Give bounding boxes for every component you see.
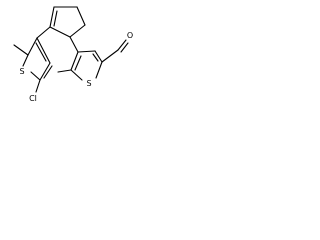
bond-methyl-left (13, 44, 29, 56)
bond-c5-c1 (49, 6, 55, 28)
bond-c3-c4 (69, 24, 86, 38)
atom-label-sulfur-left: S (19, 67, 24, 76)
bond-c2-c3 (76, 6, 86, 26)
bond-l-c5-c4 (39, 62, 51, 81)
cyclopentene-ring (49, 6, 86, 38)
bond-methyl-right (57, 69, 72, 73)
bond-r-c2-s (70, 69, 83, 81)
atom-label-oxygen: O (127, 31, 133, 40)
bond-c4-c5 (49, 26, 71, 38)
bond-r-c4-c3 (77, 50, 96, 53)
bond-l-c4-c3 (36, 37, 51, 64)
bond-l-c3-c2 (27, 37, 38, 56)
bond-ring-to-left-thiophene (36, 26, 51, 39)
double-bond-r-c3-c2 (74, 55, 82, 71)
chemical-structure-diagram: S Cl S O (13, 6, 133, 103)
atom-label-sulfur-right: S (86, 79, 91, 88)
bond-ring-to-right-thiophene (69, 36, 79, 53)
right-thiophene-ring (57, 36, 129, 81)
bond-r-c5-c4 (94, 50, 103, 63)
bond-aldehyde-carbon (101, 49, 119, 63)
double-bond-l-c5-c4 (43, 65, 53, 79)
bond-l-s-c5 (30, 71, 41, 81)
bond-l-c2-s (22, 54, 29, 67)
left-thiophene-ring (13, 26, 53, 93)
double-bond-inner-c5-c1 (53, 10, 58, 27)
double-bond-aldehyde-oxygen (120, 42, 129, 53)
atom-label-chlorine: Cl (29, 94, 37, 103)
bond-aldehyde-oxygen (117, 39, 127, 51)
double-bond-r-c5-c4 (92, 53, 99, 62)
bond-r-c3-c2 (70, 51, 79, 71)
bond-r-s-c5 (95, 61, 103, 79)
double-bond-l-c4-c3 (35, 42, 47, 62)
bond-chlorine (35, 79, 41, 93)
